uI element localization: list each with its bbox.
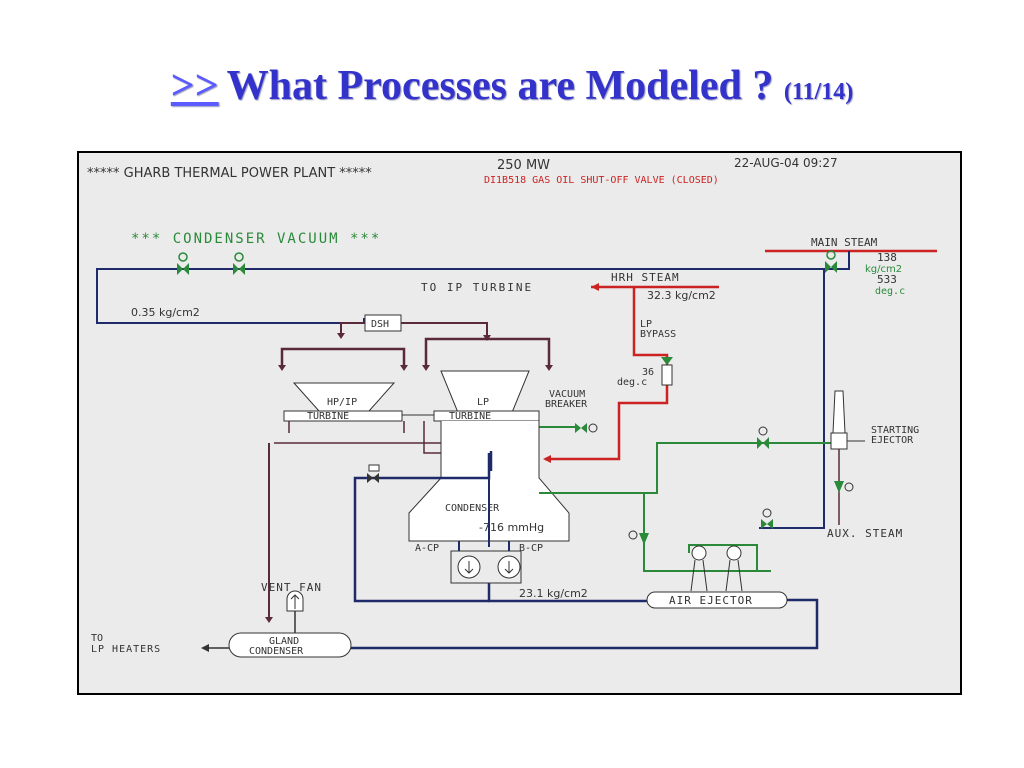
hp-exhaust-header <box>280 347 406 368</box>
lp-bypass-label-1: LP <box>640 319 652 330</box>
lp-turbine-label-2: TURBINE <box>449 411 491 422</box>
vacuum-breaker-valve-icon[interactable] <box>575 423 598 433</box>
slide-heading: What Processes are Modeled ? <box>226 63 774 109</box>
gland-condenser <box>228 632 352 658</box>
main-steam-pressure: 138 <box>877 251 897 264</box>
air-ejector-nozzle <box>690 545 708 592</box>
gland-condenser-label-1: GLAND <box>269 636 299 647</box>
pump-b-icon[interactable] <box>497 555 521 579</box>
valve-icon[interactable] <box>761 508 773 529</box>
pressure-231-label: 23.1 kg/cm2 <box>519 587 588 600</box>
nav-back-link[interactable]: >> <box>170 63 219 109</box>
condenser-label: CONDENSER <box>445 503 500 514</box>
gland-condenser-label-2: CONDENSER <box>249 646 304 657</box>
vent-fan-label: VENT FAN <box>261 581 322 594</box>
valve-icon[interactable] <box>825 250 837 273</box>
lp-turbine-label-1: LP <box>477 397 489 408</box>
starting-ejector-label-1: STARTING <box>871 425 919 436</box>
lp-turbine <box>440 370 530 416</box>
slide-title: >>What Processes are Modeled ? (11/14) <box>0 62 1024 110</box>
main-steam-temp-unit: deg.c <box>875 286 905 297</box>
main-steam-branch <box>759 251 850 529</box>
hrh-steam-label: HRH STEAM <box>611 271 680 284</box>
hp-ip-label-2: TURBINE <box>307 411 349 422</box>
lp-bypass-label-2: BYPASS <box>640 329 676 340</box>
starting-ejector-label-2: EJECTOR <box>871 435 914 446</box>
section-title: *** CONDENSER VACUUM *** <box>131 231 381 247</box>
plant-title: ***** GHARB THERMAL POWER PLANT ***** <box>87 166 372 181</box>
dsh-label: DSH <box>371 319 389 330</box>
hp-ip-label-1: HP/IP <box>327 397 357 408</box>
condenser-vacuum-diagram: ***** GHARB THERMAL POWER PLANT ***** 25… <box>77 151 962 695</box>
condensate-pump-frame <box>450 550 522 584</box>
process-schematic: ***** GHARB THERMAL POWER PLANT ***** 25… <box>87 156 937 658</box>
pressure-035-label: 0.35 kg/cm2 <box>131 306 200 319</box>
bypass-temp-unit: deg.c <box>617 377 647 388</box>
bypass-temp: 36 <box>642 367 654 378</box>
lp-exhaust-header <box>424 337 551 368</box>
valve-icon[interactable] <box>177 252 189 275</box>
pump-a-icon[interactable] <box>457 555 481 579</box>
hrh-pressure-label: 32.3 kg/cm2 <box>647 289 716 302</box>
to-ip-turbine-label: TO IP TURBINE <box>421 281 533 294</box>
vacuum-loop-line <box>96 268 824 324</box>
aux-steam-valve-icon[interactable] <box>834 481 854 493</box>
air-ejector-nozzle <box>725 545 743 592</box>
starting-ejector <box>832 390 846 434</box>
datetime: 22-AUG-04 09:27 <box>734 156 838 170</box>
alarm-text: DI1B518 GAS OIL SHUT-OFF VALVE (CLOSED) <box>484 175 719 186</box>
to-lp-heaters-label-1: TO <box>91 633 103 644</box>
lp-bypass-line <box>545 287 669 461</box>
a-cp-label: A-CP <box>415 543 439 554</box>
b-cp-label: B-CP <box>519 543 543 554</box>
valve-icon[interactable] <box>233 252 245 275</box>
to-lp-heaters-label-2: LP HEATERS <box>91 644 161 655</box>
gland-valve-icon[interactable] <box>367 464 380 483</box>
aux-steam-label: AUX. STEAM <box>827 527 903 540</box>
main-steam-pressure-unit: kg/cm2 <box>865 264 902 275</box>
valve-icon[interactable] <box>628 530 649 545</box>
vent-fan-icon[interactable] <box>286 590 304 612</box>
bypass-valve-icon[interactable] <box>661 357 673 386</box>
main-steam-temp: 533 <box>877 273 897 286</box>
air-extraction-line <box>539 442 831 494</box>
slide-counter: (11/14) <box>783 79 854 105</box>
condenser-vacuum-reading: -716 mmHg <box>479 521 544 534</box>
air-ejector-label: AIR EJECTOR <box>669 594 753 607</box>
vacuum-breaker-label-1: VACUUM <box>549 389 585 400</box>
main-steam-label: MAIN STEAM <box>811 236 878 249</box>
plant-load: 250 MW <box>497 158 550 173</box>
vacuum-breaker-label-2: BREAKER <box>545 399 588 410</box>
valve-icon[interactable] <box>757 426 769 449</box>
